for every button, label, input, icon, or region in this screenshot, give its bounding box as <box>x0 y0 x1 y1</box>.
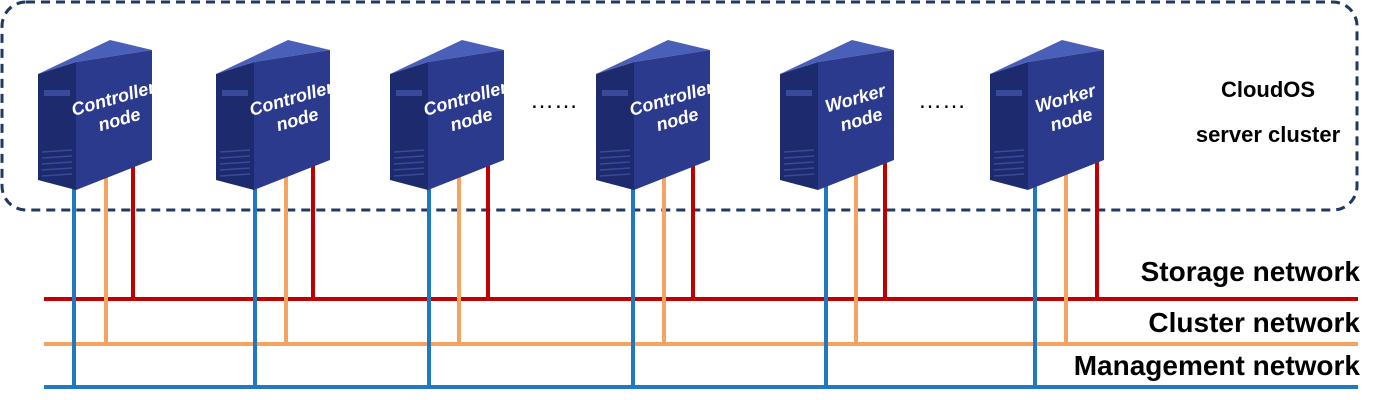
server-vent <box>783 149 815 153</box>
server-top-face <box>390 40 504 74</box>
server-vent <box>993 161 1025 165</box>
server-front-face <box>818 50 894 190</box>
server-vent <box>393 149 425 153</box>
server-side-face <box>38 62 76 190</box>
server-connections <box>72 150 1099 387</box>
server-vent <box>393 161 425 165</box>
server-vent <box>783 155 815 159</box>
server-front-face <box>254 50 330 190</box>
server-side-face <box>990 62 1028 190</box>
server-vent <box>41 161 73 165</box>
server-vent <box>393 155 425 159</box>
server-vent <box>219 161 251 165</box>
server-top-face <box>38 40 152 74</box>
cluster-network-label: Cluster network <box>1148 307 1360 338</box>
server-vent <box>599 167 631 171</box>
server-front-face <box>76 50 152 190</box>
server-vent <box>41 155 73 159</box>
server-front-face <box>634 50 710 190</box>
server-side-face <box>390 62 428 190</box>
server-top-face <box>990 40 1104 74</box>
server-vent <box>783 173 815 177</box>
server-vent <box>993 155 1025 159</box>
server-vent <box>219 167 251 171</box>
server-panel <box>786 90 812 96</box>
server-side-face <box>596 62 634 190</box>
ellipsis-workers: …… <box>918 87 966 114</box>
server-vent <box>993 149 1025 153</box>
server-front-face <box>428 50 504 190</box>
server-vent <box>783 161 815 165</box>
cluster-boundary <box>0 0 1359 212</box>
server-vent <box>993 167 1025 171</box>
server-vent <box>599 155 631 159</box>
server-panel <box>222 90 248 96</box>
server-vent <box>41 167 73 171</box>
server-side-face <box>216 62 254 190</box>
server-top-face <box>596 40 710 74</box>
management-network-label: Management network <box>1074 350 1361 381</box>
ellipsis-controllers: …… <box>530 87 578 114</box>
storage-network-label: Storage network <box>1141 256 1361 287</box>
server-vent <box>993 173 1025 177</box>
server-panel <box>996 90 1022 96</box>
server-top-face <box>216 40 330 74</box>
server-panel <box>602 90 628 96</box>
server-panel <box>44 90 70 96</box>
server-vent <box>41 149 73 153</box>
server-vent <box>393 167 425 171</box>
server-vent <box>219 173 251 177</box>
cluster-title-line2: server cluster <box>1196 122 1341 147</box>
server-top-face <box>780 40 894 74</box>
server-vent <box>219 149 251 153</box>
server-front-face <box>1028 50 1104 190</box>
cluster-title-line1: CloudOS <box>1221 77 1315 102</box>
server-vent <box>783 167 815 171</box>
server-side-face <box>780 62 818 190</box>
server-vent <box>393 173 425 177</box>
server-vent <box>599 149 631 153</box>
server-vent <box>219 155 251 159</box>
server-vent <box>599 173 631 177</box>
server-vent <box>599 161 631 165</box>
server-panel <box>396 90 422 96</box>
server-vent <box>41 173 73 177</box>
